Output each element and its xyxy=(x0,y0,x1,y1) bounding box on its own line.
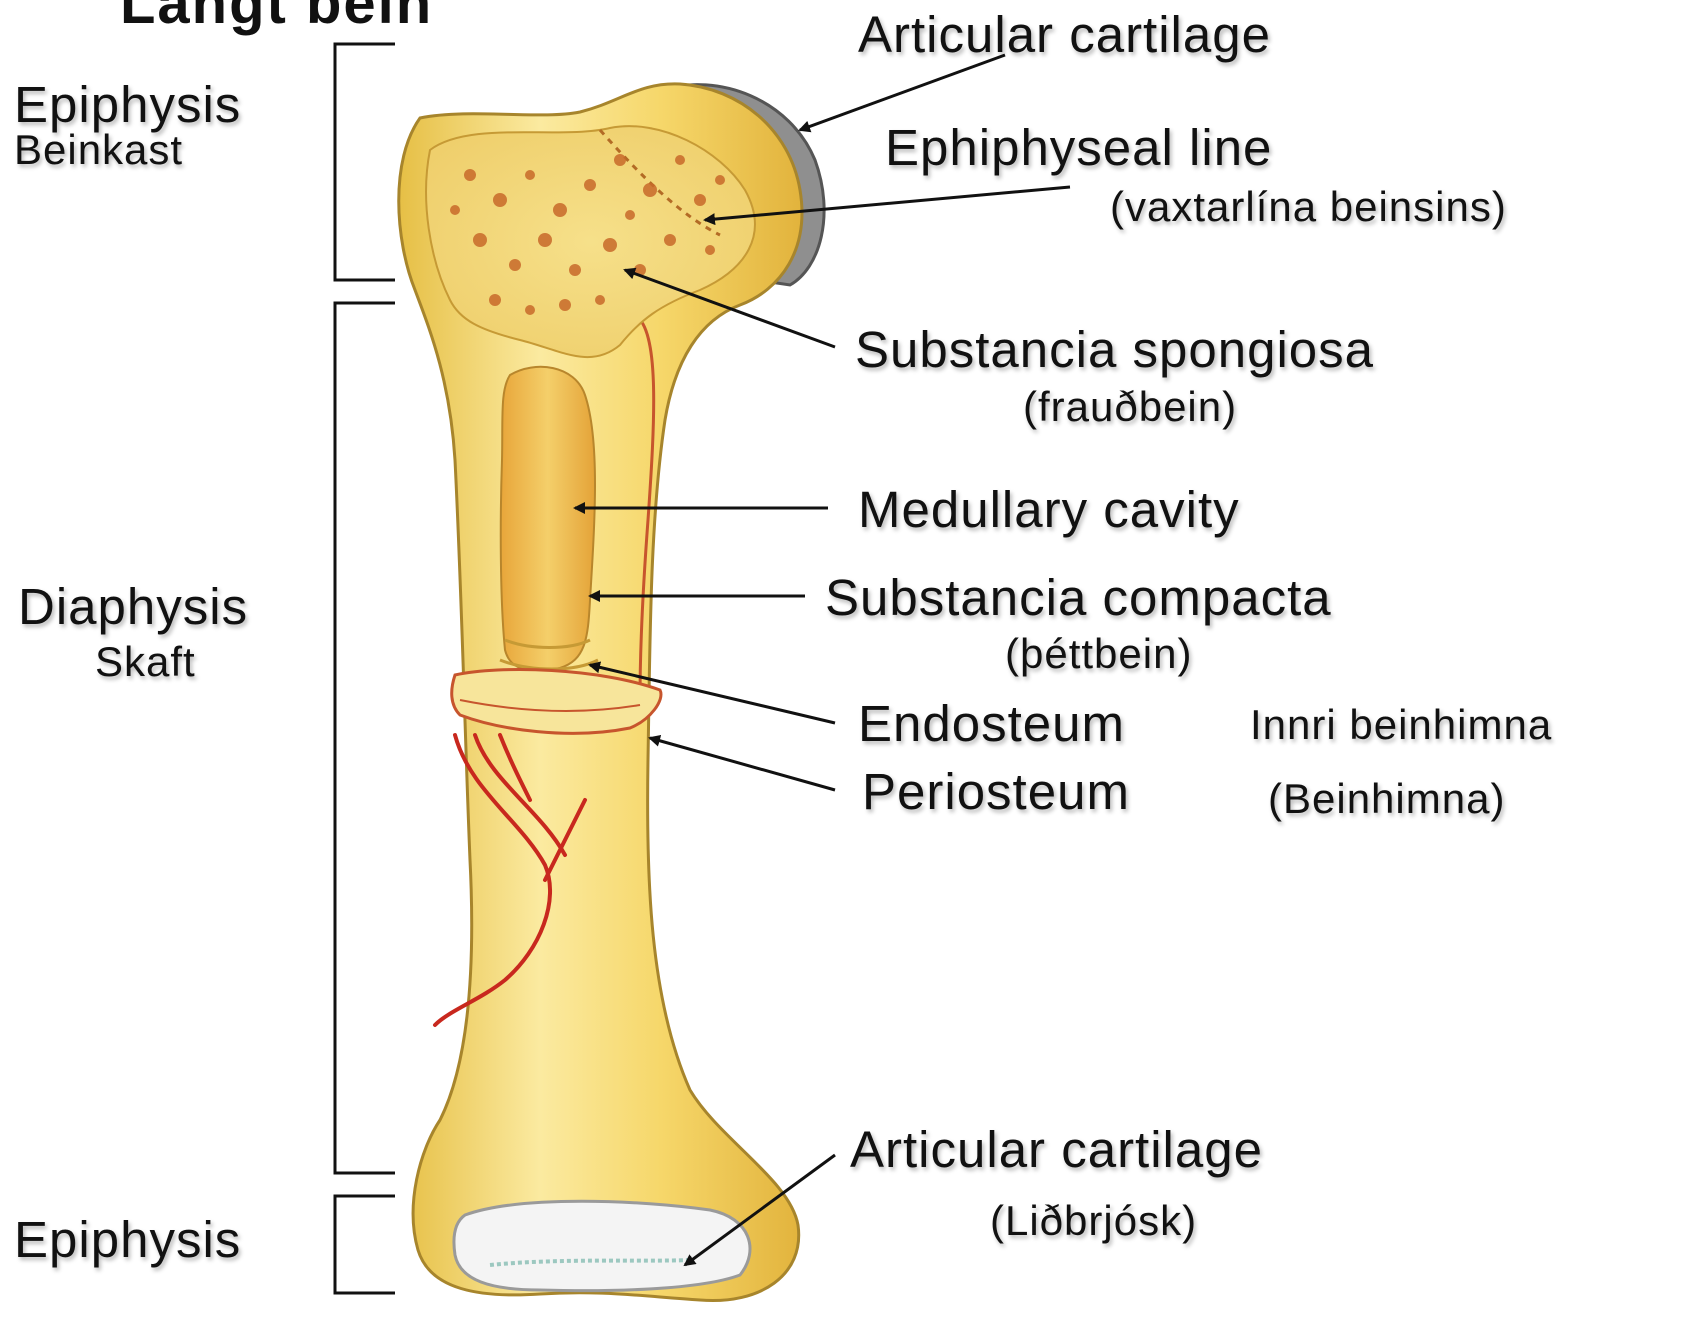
label-epiphysis-bottom: Epiphysis xyxy=(14,1210,241,1269)
label-beinkast: Beinkast xyxy=(14,126,183,174)
label-articular-cartilage-top: Articular cartilage xyxy=(858,5,1271,64)
label-diaphysis: Diaphysis xyxy=(18,577,248,636)
label-endosteum: Endosteum xyxy=(858,694,1125,753)
brackets xyxy=(335,44,395,1293)
bracket-epiphysis-top xyxy=(335,44,395,280)
bracket-diaphysis xyxy=(335,303,395,1173)
label-spongiosa: Substancia spongiosa xyxy=(855,320,1374,379)
label-compacta-local: (þéttbein) xyxy=(1005,630,1192,678)
label-articular-cartilage-bottom: Articular cartilage xyxy=(850,1120,1263,1179)
label-epiphyseal-line: Ephiphyseal line xyxy=(885,118,1272,177)
label-medullary: Medullary cavity xyxy=(858,480,1240,539)
label-spongiosa-local: (frauðbein) xyxy=(1023,383,1237,431)
label-articular-cartilage-bottom-local: (Liðbrjósk) xyxy=(990,1197,1197,1245)
leader-periosteum xyxy=(650,738,835,790)
label-compacta: Substancia compacta xyxy=(825,568,1332,627)
label-periosteum: Periosteum xyxy=(862,762,1130,821)
articular-cartilage-bottom xyxy=(454,1201,750,1290)
label-epiphyseal-line-local: (vaxtarlína beinsins) xyxy=(1110,183,1507,231)
bracket-epiphysis-bottom xyxy=(335,1196,395,1293)
label-skaft: Skaft xyxy=(95,638,196,686)
medullary-cavity xyxy=(501,367,595,671)
label-periosteum-local: (Beinhimna) xyxy=(1268,775,1505,823)
label-endosteum-local: Innri beinhimna xyxy=(1250,701,1552,749)
